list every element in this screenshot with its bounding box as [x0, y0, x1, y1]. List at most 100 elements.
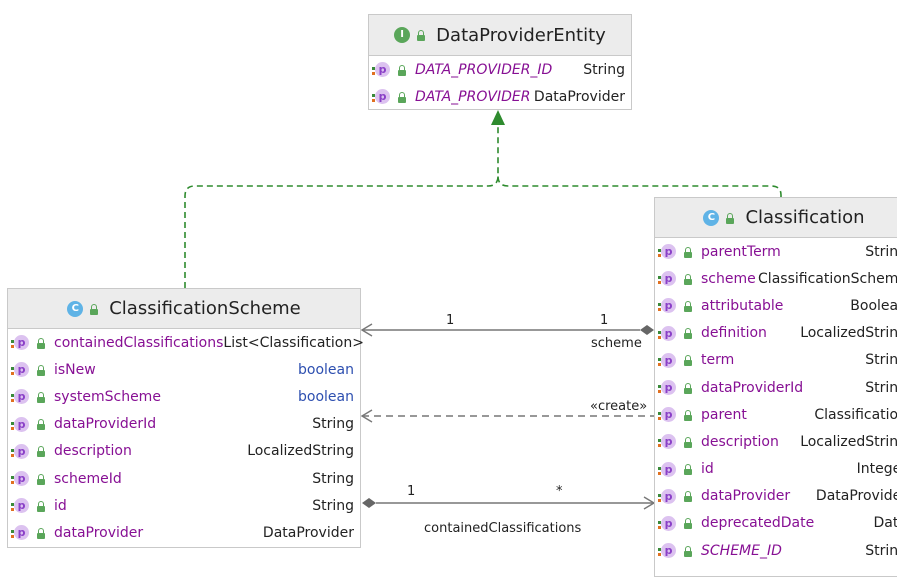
field-name: description [54, 443, 132, 460]
interface-header: I DataProviderEntity [369, 15, 631, 56]
property-icon: p [658, 488, 676, 504]
classification-header: C Classification [655, 198, 897, 238]
field-name: attributable [701, 297, 784, 314]
property-icon: p [372, 62, 390, 78]
property-icon: p [658, 298, 676, 314]
field-type: String [865, 352, 897, 369]
property-icon: p [658, 543, 676, 559]
interface-icon: I [394, 27, 411, 43]
class-classification[interactable]: C Classification pparentTermStringpschem… [654, 197, 897, 577]
field-type: String [312, 497, 354, 514]
field-row[interactable]: pdeprecatedDateDate [655, 510, 897, 537]
class-icon: C [67, 300, 84, 317]
field-type: DataProvider [533, 88, 625, 105]
field-name: id [701, 461, 714, 478]
field-name: dataProviderId [54, 416, 157, 433]
field-type: String [865, 243, 897, 260]
contained-association-diamond [362, 498, 376, 508]
property-icon: p [658, 515, 676, 531]
property-icon: p [11, 416, 29, 432]
lock-icon [683, 436, 693, 448]
field-name: containedClassifications [54, 334, 224, 351]
contained-role-label: containedClassifications [424, 521, 582, 536]
interface-name: DataProviderEntity [436, 24, 606, 46]
field-type: boolean [298, 361, 354, 378]
field-row[interactable]: p attributable Boolean [655, 292, 897, 319]
field-name: scheme [701, 270, 756, 287]
lock-icon [397, 64, 407, 76]
lock-icon [683, 300, 693, 312]
scheme-association-arrowhead [360, 323, 373, 337]
field-row[interactable]: pparentClassification [655, 401, 897, 428]
lock-icon [683, 545, 693, 557]
scheme-role-label: scheme [591, 336, 642, 351]
field-row[interactable]: pparentTermString [655, 238, 897, 265]
lock-icon [683, 517, 693, 530]
field-type: List<Classification> [223, 334, 364, 351]
lock-icon [36, 500, 46, 512]
lock-icon [683, 327, 693, 340]
field-row[interactable]: p dataProviderId String [8, 411, 360, 438]
lock-icon [683, 246, 693, 258]
scheme-target-multiplicity: 1 [600, 313, 609, 328]
class-icon: C [703, 209, 720, 226]
realization-arrowhead [491, 110, 505, 125]
property-icon: p [11, 525, 29, 541]
field-type: String [312, 470, 354, 487]
field-row[interactable]: pidInteger [655, 456, 897, 483]
field-name: description [701, 433, 779, 450]
field-type: ClassificationScheme [758, 270, 897, 287]
lock-icon [36, 391, 46, 403]
field-type: LocalizedString [247, 443, 354, 460]
field-type: Integer [856, 461, 897, 478]
lock-icon [36, 364, 46, 376]
field-row[interactable]: p term String [655, 347, 897, 374]
field-type: LocalizedString [800, 433, 897, 450]
lock-icon [683, 409, 693, 421]
scheme-association-diamond [640, 325, 654, 335]
classification-scheme-header: C ClassificationScheme [8, 289, 360, 329]
field-name: parent [701, 406, 747, 423]
property-icon: p [11, 471, 29, 487]
field-name: term [701, 352, 735, 369]
field-row[interactable]: p isNew boolean [8, 356, 360, 383]
field-name: dataProvider [701, 488, 791, 505]
field-type: boolean [298, 388, 354, 405]
lock-icon [36, 418, 46, 431]
scheme-source-multiplicity: 1 [446, 313, 455, 328]
lock-icon [36, 473, 46, 485]
property-icon: p [11, 362, 29, 378]
field-name: SCHEME_ID [701, 542, 782, 559]
property-icon: p [658, 352, 676, 368]
lock-icon [397, 91, 407, 103]
field-name: definition [701, 325, 767, 342]
field-name: isNew [54, 361, 96, 378]
property-icon: p [658, 380, 676, 396]
field-type: Boolean [850, 297, 897, 314]
field-name: dataProviderId [701, 379, 804, 396]
public-lock-icon [416, 29, 426, 41]
contained-target-multiplicity: * [556, 484, 563, 499]
lock-icon [683, 382, 693, 394]
field-type: String [312, 416, 354, 433]
property-icon: p [372, 89, 390, 105]
property-icon: p [658, 325, 676, 341]
field-type: Date [873, 515, 897, 532]
